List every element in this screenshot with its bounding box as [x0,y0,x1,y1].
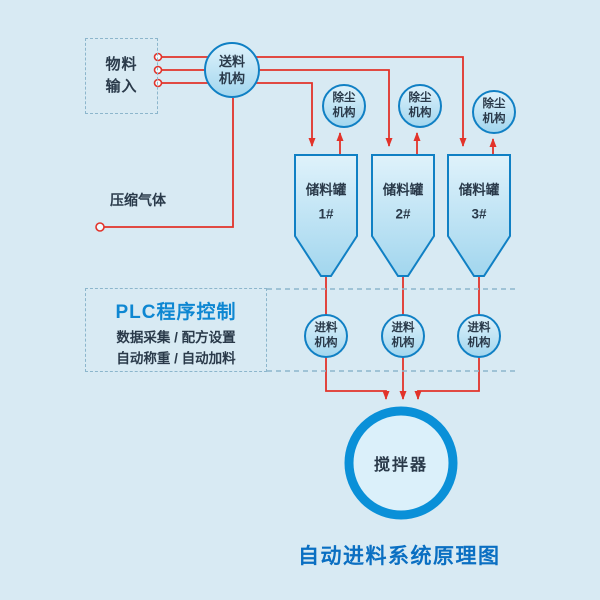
material-port-3 [153,78,163,88]
tank-3-label: 储料罐 3# [458,182,500,221]
plc-control-box: PLC程序控制 数据采集 / 配方设置 自动称重 / 自动加料 [85,288,267,372]
feed-mechanism-1-node [304,314,348,358]
pipe-lines [104,56,497,400]
plc-zone-dashed-lines [267,288,518,372]
mixer-node [344,406,458,520]
feedmech3-to-mixer-line [414,357,480,400]
feeder-to-tank3-line [232,56,467,147]
feed-mechanism-3-label: 进料 机构 [467,322,491,349]
tank-2-shape [371,154,435,277]
material-input-label: 物料 输入 [105,56,138,95]
tank-3-shape [447,154,511,277]
material-port-2 [153,65,163,75]
feeder-to-tank2-line [232,69,393,147]
compressed-gas-label: 压缩气体 [110,192,166,208]
dust-remover-1-node [322,84,366,128]
dust-remover-3-label: 除尘 机构 [482,98,506,125]
dust-remover-1-label: 除尘 机构 [332,92,356,119]
dust-remover-2-label: 除尘 机构 [408,92,432,119]
dust-remover-2-node [398,84,442,128]
tank-1-label: 储料罐 1# [305,182,347,221]
feeder-label: 送料 机构 [218,54,246,86]
node-shapes [204,42,516,358]
diagram-title: 自动进料系统原理图 [298,545,501,568]
plc-line-1: 数据采集 / 配方设置 [116,330,236,345]
plc-title: PLC程序控制 [115,302,237,323]
tank-2-label: 储料罐 2# [382,182,424,221]
compressed-gas-port [95,222,105,232]
material-input-box: 物料 输入 [85,38,158,114]
mixer-label: 搅拌器 [373,457,429,474]
feed-mechanism-2-node [381,314,425,358]
feeder-to-tank1-line [232,82,316,147]
connection-points [95,52,163,232]
feedmech1-to-mixer-line [325,357,390,400]
feed-mechanism-1-label: 进料 机构 [314,322,338,349]
compressed-gas-line [104,98,234,228]
plc-line-2: 自动称重 / 自动加料 [116,350,236,366]
feeder-node [204,42,260,98]
tank-1-shape [294,154,358,277]
feed-mechanism-2-label: 进料 机构 [391,322,415,349]
dust-remover-3-node [472,90,516,134]
material-port-1 [153,52,163,62]
feed-mechanism-3-node [457,314,501,358]
tank-to-feedmech-lines [325,277,480,316]
